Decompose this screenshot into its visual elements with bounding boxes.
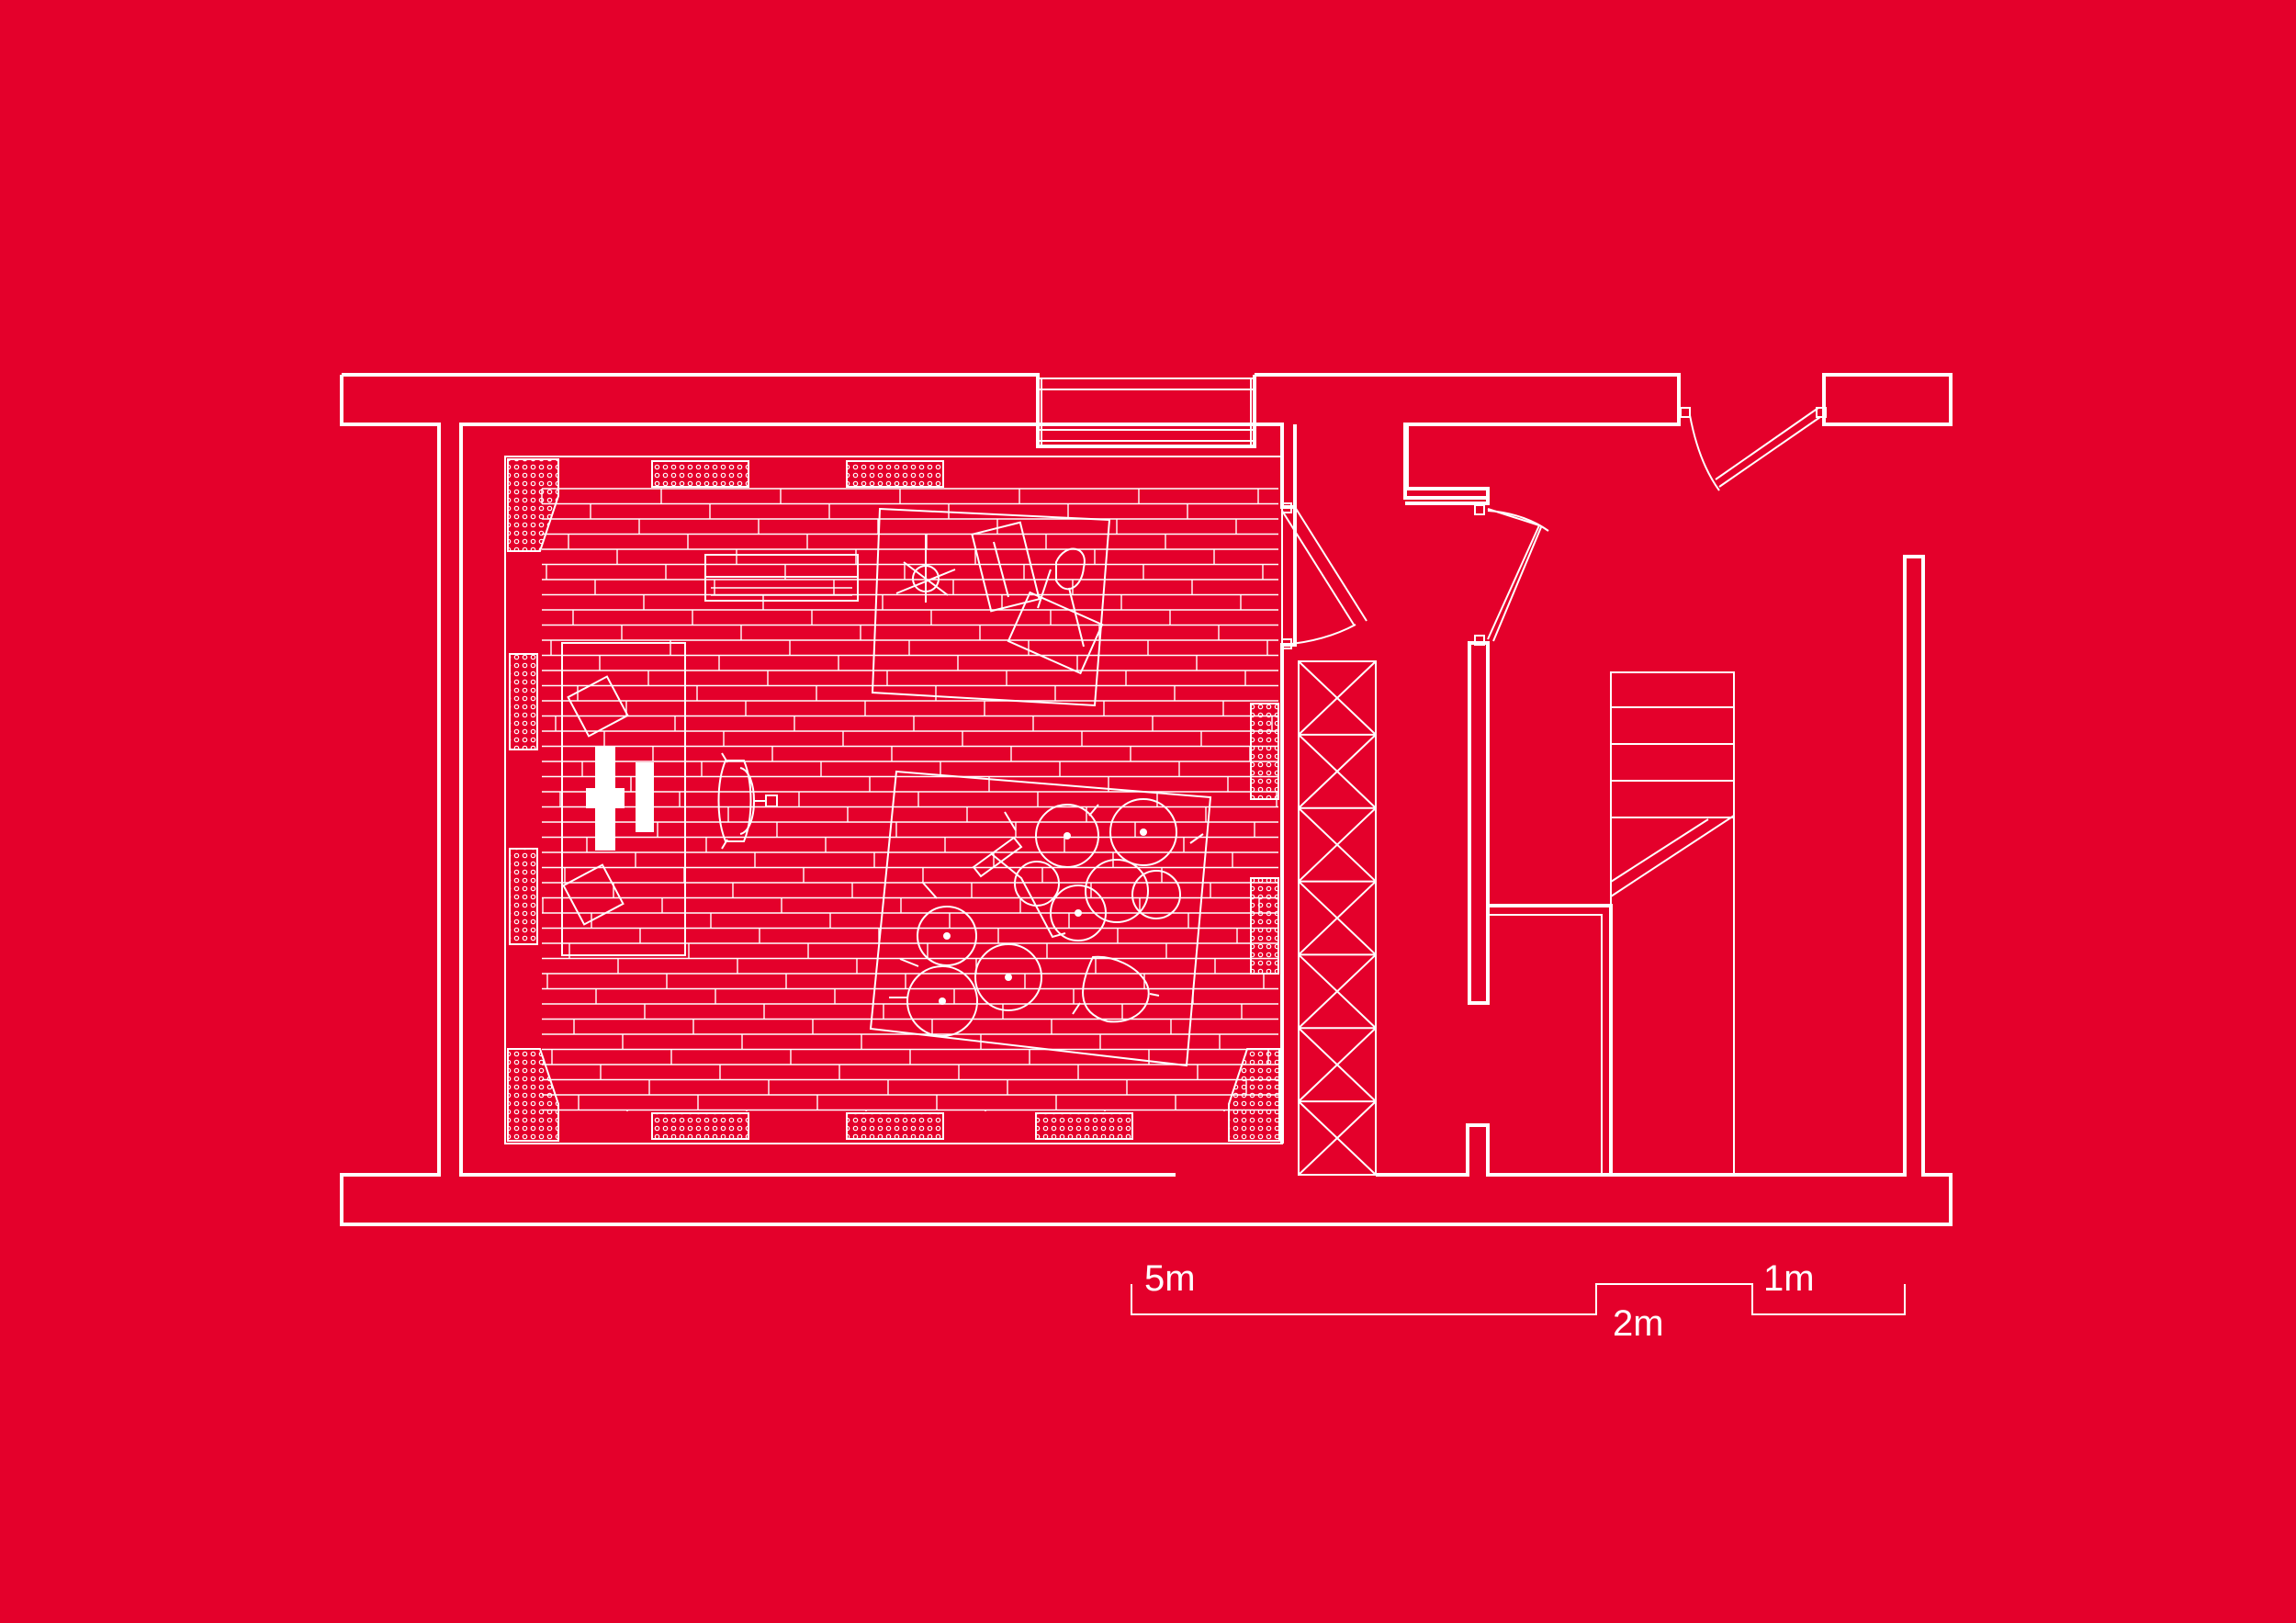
scale-label-2m: 2m (1613, 1303, 1664, 1344)
scale-label-1m: 1m (1763, 1258, 1815, 1299)
mixing-desk (561, 642, 686, 956)
chair (717, 752, 778, 850)
window (1036, 375, 1256, 448)
drum-kit (889, 798, 1204, 1037)
storage-rack (1298, 660, 1377, 1176)
staircase (1610, 671, 1735, 1176)
keyboard (704, 554, 859, 602)
scale-label-5m: 5m (1144, 1258, 1196, 1299)
scale-bar: 5m 2m 1m (1131, 1258, 1906, 1344)
partition-walls (1468, 641, 1613, 1175)
doors (1281, 407, 1827, 649)
drum-rug (869, 770, 1212, 1067)
acoustic-panels (507, 458, 1280, 1142)
amp-rug (871, 507, 1111, 707)
